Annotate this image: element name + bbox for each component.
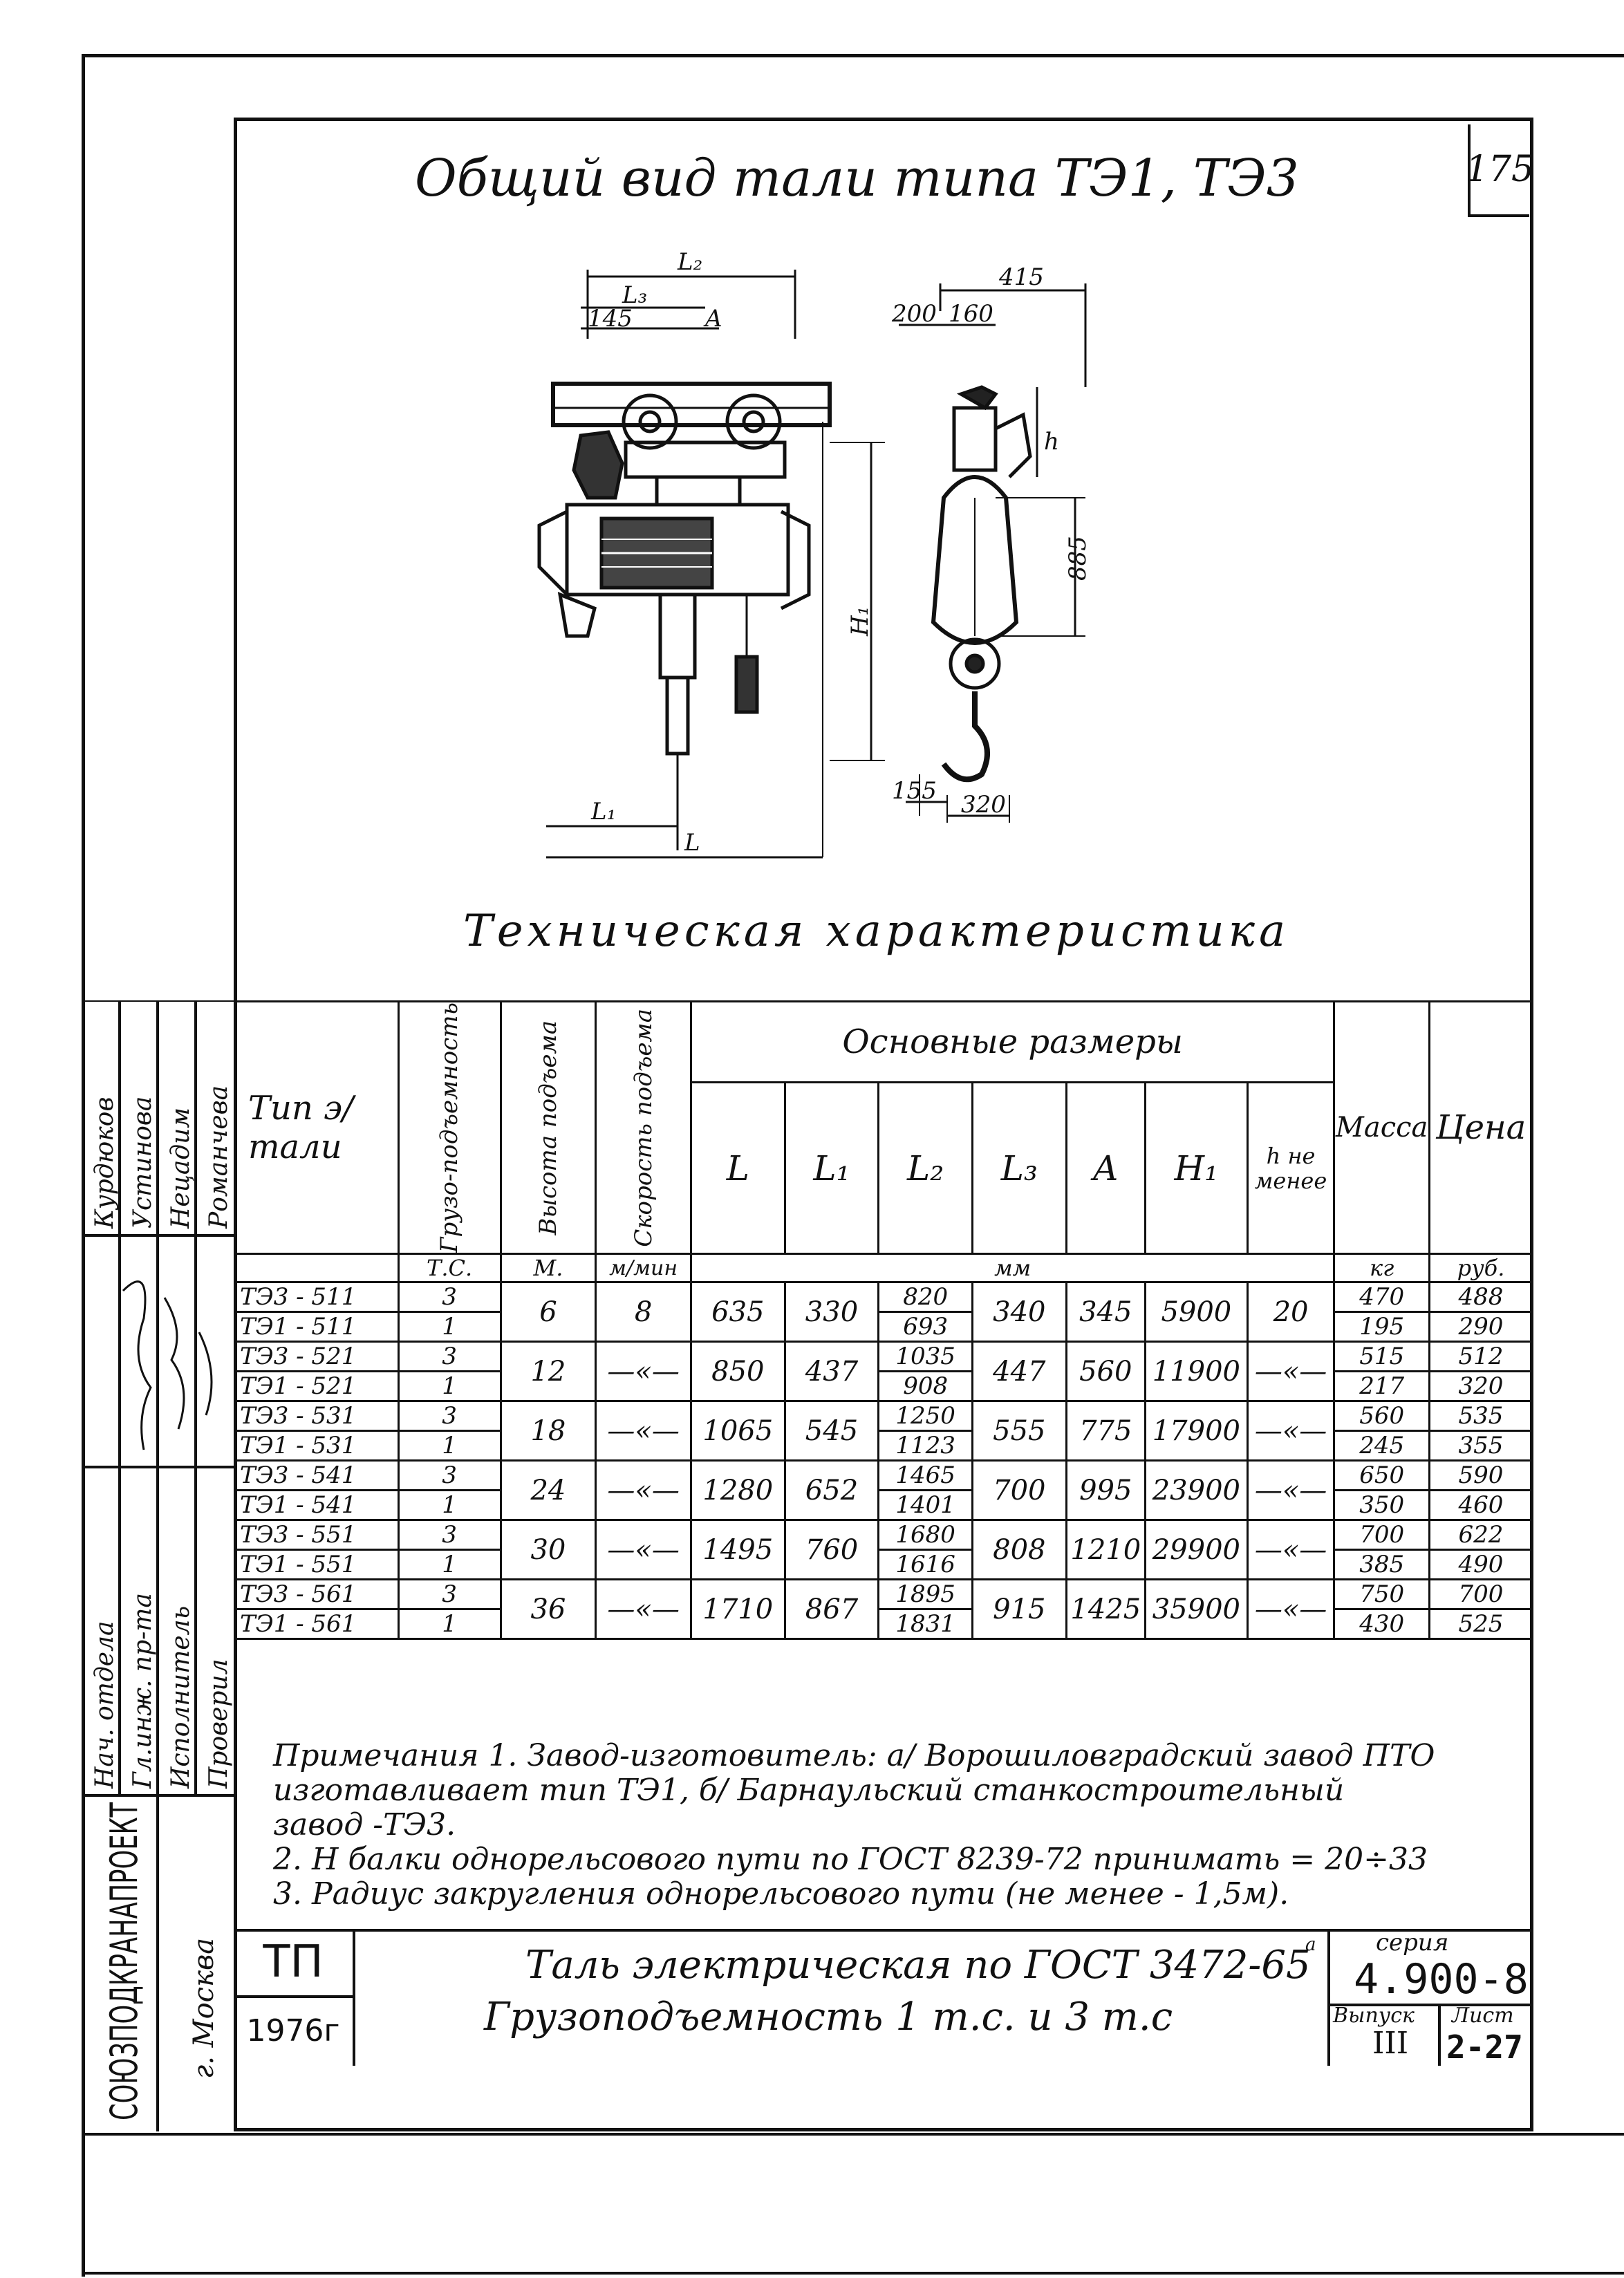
header-A: A bbox=[1065, 1081, 1146, 1255]
table-row: ТЭ3 - 561 3 36 —«— 1710 867 1895 915 142… bbox=[234, 1578, 1533, 1641]
bottom-rule-2 bbox=[82, 2272, 1624, 2275]
note-line-1: Примечания 1. Завод-изготовитель: а/ Вор… bbox=[273, 1738, 1435, 1773]
header-capacity: Грузо-подъемность bbox=[436, 1002, 464, 1253]
series-value: 4.900-8 bbox=[1354, 1955, 1529, 2004]
note-line-4: 2. Н балки однорельсового пути по ГОСТ 8… bbox=[273, 1842, 1428, 1877]
header-price: Цена bbox=[1428, 1000, 1533, 1255]
header-type: Тип э/тали bbox=[234, 1000, 400, 1255]
unit-mass: кг bbox=[1333, 1253, 1431, 1284]
sidebar-role-4: Проверил bbox=[205, 1659, 233, 1789]
spec-table: Тип э/тали Грузо-подъемность Высота подъ… bbox=[234, 1000, 1533, 1641]
sidebar-name-2: Устинова bbox=[129, 1096, 157, 1229]
header-main-dims: Основные размеры bbox=[689, 1000, 1336, 1084]
dim-h-label: h bbox=[1044, 428, 1059, 456]
sidebar-name-4: Романчева bbox=[205, 1085, 233, 1229]
table-row: ТЭ3 - 511 3 6 8 635 330 820 340 345 5900… bbox=[234, 1281, 1533, 1343]
series-label: серия bbox=[1376, 1929, 1449, 1957]
dim-L2-label: L₂ bbox=[677, 249, 702, 276]
issue-value: III bbox=[1372, 2026, 1409, 2061]
dim-L1-label: L₁ bbox=[590, 798, 616, 825]
header-L1: L₁ bbox=[783, 1081, 880, 1255]
stamp-year: 1976г bbox=[234, 1995, 355, 2066]
section-subtitle: Техническая характеристика bbox=[463, 906, 1290, 957]
header-L2: L₂ bbox=[877, 1081, 973, 1255]
stamp-tp: ТП bbox=[234, 1929, 355, 1998]
sidebar-name-1: Курдюков bbox=[91, 1097, 119, 1229]
page-title: Общий вид тали типа ТЭ1, ТЭ3 bbox=[415, 149, 1299, 208]
dim-320-label: 320 bbox=[961, 791, 1006, 819]
sheet-label: Лист bbox=[1452, 2004, 1514, 2028]
dim-885-label: 885 bbox=[1064, 536, 1092, 581]
table-row: ТЭ3 - 541 3 24 —«— 1280 652 1465 700 995… bbox=[234, 1459, 1533, 1522]
unit-height: М. bbox=[499, 1253, 597, 1284]
note-line-3: завод -ТЭ3. bbox=[273, 1807, 456, 1842]
hoist-drawing: L₂ L₃ 145 A 200 160 415 h 885 H₁ L₁ L 15… bbox=[537, 249, 1092, 859]
dim-145-label: 145 bbox=[588, 305, 633, 333]
dim-L-label: L bbox=[684, 829, 700, 857]
sidebar-city: г. Москва bbox=[188, 1938, 220, 2079]
page-number: 175 bbox=[1466, 124, 1534, 217]
header-L3: L₃ bbox=[971, 1081, 1067, 1255]
sidebar-role-3: Исполнитель bbox=[167, 1606, 195, 1789]
header-h: h не менее bbox=[1246, 1081, 1336, 1255]
stamp-title-line1: Таль электрическая по ГОСТ 3472-65 bbox=[525, 1943, 1311, 1988]
table-row: ТЭ1 - 521 1 908 217 320 bbox=[234, 1370, 1533, 1403]
stamp-title-line2: Грузоподъемность 1 т.с. и 3 т.с bbox=[484, 1995, 1173, 2039]
dim-L3-label: L₃ bbox=[622, 281, 647, 309]
unit-dims: мм bbox=[689, 1253, 1336, 1284]
bottom-rule bbox=[82, 2133, 1624, 2136]
sidebar-name-3: Нецадим bbox=[167, 1108, 195, 1229]
series-rule bbox=[1327, 2004, 1533, 2006]
unit-price: руб. bbox=[1428, 1253, 1533, 1284]
table-row: ТЭ1 - 531 1 1123 245 355 bbox=[234, 1430, 1533, 1462]
dim-H1-label: H₁ bbox=[846, 606, 874, 637]
sidebar-org: СОЮЗПОДКРАНАПРОЕКТ bbox=[102, 1802, 146, 2120]
series-box bbox=[1327, 1929, 1536, 2066]
header-height: Высота подъема bbox=[534, 1020, 562, 1235]
header-speed: Скорость подъема bbox=[629, 1008, 657, 1247]
stamp-mark: а bbox=[1305, 1934, 1316, 1955]
stamp-top-rule bbox=[234, 1929, 1533, 1932]
unit-speed: м/мин bbox=[595, 1253, 692, 1284]
header-H1: H₁ bbox=[1144, 1081, 1249, 1255]
series-divider bbox=[1438, 2004, 1441, 2066]
dim-200-label: 200 bbox=[891, 300, 937, 328]
outer-border bbox=[82, 54, 1624, 2277]
sheet-value: 2-27 bbox=[1446, 2028, 1523, 2066]
unit-capacity: Т.С. bbox=[397, 1253, 502, 1284]
header-mass: Масса bbox=[1333, 1000, 1431, 1255]
header-L: L bbox=[689, 1081, 786, 1255]
sidebar-title-block: Курдюков Устинова Нецадим Романчева Нач.… bbox=[82, 1000, 234, 2131]
table-row: ТЭ1 - 511 1 693 195 290 bbox=[234, 1311, 1533, 1343]
dim-160-label: 160 bbox=[949, 300, 993, 328]
note-line-5: 3. Радиус закругления однорельсового пут… bbox=[273, 1876, 1289, 1912]
table-row: ТЭ3 - 551 3 30 —«— 1495 760 1680 808 121… bbox=[234, 1519, 1533, 1581]
sidebar-role-1: Нач. отдела bbox=[91, 1621, 119, 1789]
notes: Примечания 1. Завод-изготовитель: а/ Вор… bbox=[273, 1739, 1518, 1912]
table-row: ТЭ1 - 551 1 1616 385 490 bbox=[234, 1549, 1533, 1581]
issue-label: Выпуск bbox=[1333, 2004, 1415, 2028]
note-line-2: изготавливает тип ТЭ1, б/ Барнаульский с… bbox=[273, 1773, 1345, 1808]
table-row: ТЭ3 - 521 3 12 —«— 850 437 1035 447 560 … bbox=[234, 1341, 1533, 1403]
dim-415-label: 415 bbox=[998, 263, 1044, 291]
table-row: ТЭ1 - 561 1 1831 430 525 bbox=[234, 1608, 1533, 1641]
dim-A-label: A bbox=[703, 305, 722, 333]
dim-155-label: 155 bbox=[892, 777, 937, 805]
table-row: ТЭ1 - 541 1 1401 350 460 bbox=[234, 1489, 1533, 1522]
table-row: ТЭ3 - 531 3 18 —«— 1065 545 1250 555 775… bbox=[234, 1400, 1533, 1462]
sidebar-role-2: Гл.инж. пр-та bbox=[129, 1593, 157, 1789]
